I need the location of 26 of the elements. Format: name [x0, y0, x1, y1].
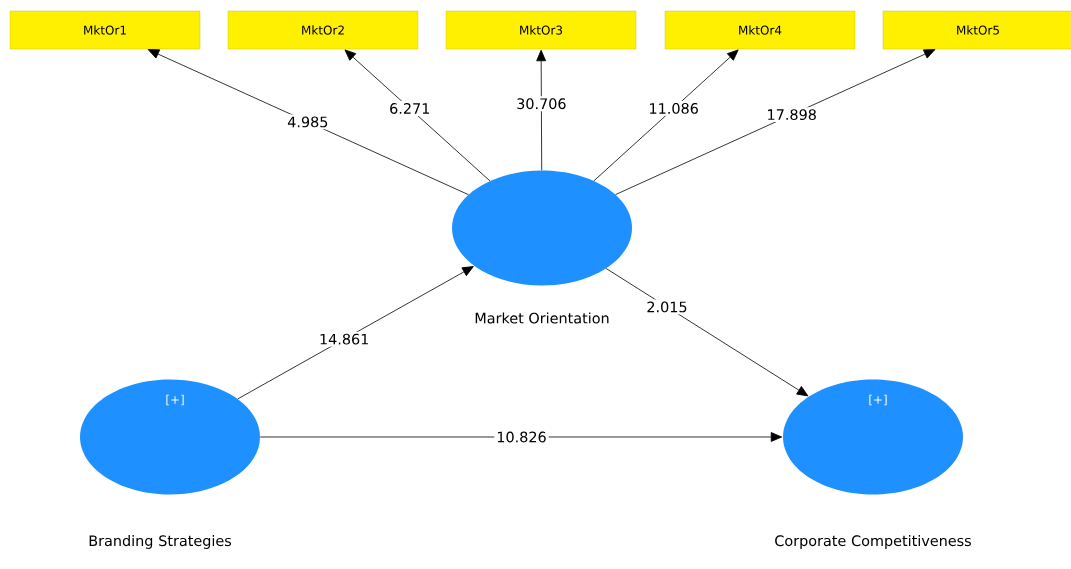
expand-marker: [+] [166, 394, 184, 406]
indicator-box: MktOr3 [445, 10, 637, 50]
construct-label: Market Orientation [475, 312, 609, 324]
path-arrow [344, 49, 491, 182]
edge-label: 30.706 [517, 98, 566, 110]
path-arrow [593, 49, 739, 182]
path-arrow [536, 49, 547, 171]
path-arrow [259, 432, 783, 442]
edge-label: 11.086 [650, 103, 698, 114]
indicator-box: MktOr1 [9, 10, 201, 50]
indicator-box: MktOr4 [664, 10, 856, 50]
edge-label: 4.985 [287, 116, 328, 128]
edge-label: 2.015 [647, 301, 687, 313]
path-arrow [605, 268, 809, 397]
construct-label: Corporate Competitiveness [775, 535, 971, 549]
edge-label: 14.861 [320, 333, 369, 345]
edge-label: 17.898 [768, 109, 816, 121]
construct-label: Branding Strategies [89, 535, 232, 549]
path-arrow [615, 49, 936, 195]
edge-label: 6.271 [390, 103, 429, 114]
path-arrow [147, 49, 469, 196]
indicator-box: MktOr5 [882, 10, 1071, 50]
indicator-box: MktOr2 [227, 10, 419, 50]
expand-marker: [+] [869, 394, 887, 406]
edge-label: 10.826 [497, 431, 546, 443]
path-arrow [237, 266, 474, 400]
